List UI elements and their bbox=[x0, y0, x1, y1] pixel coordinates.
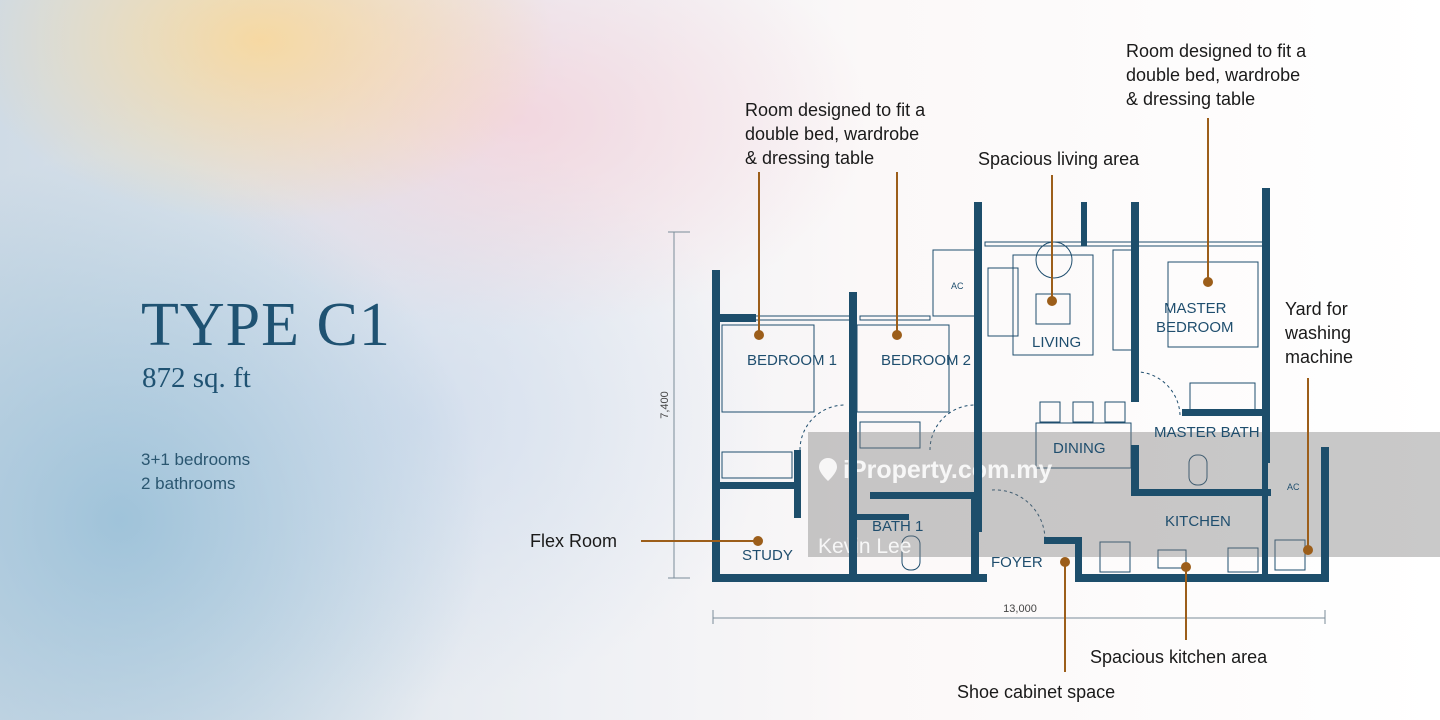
dimension-height: 7,400 bbox=[659, 231, 690, 579]
callout-text: Yard for bbox=[1285, 299, 1348, 319]
bathroom-count: 2 bathrooms bbox=[141, 474, 236, 493]
callout-text: & dressing table bbox=[745, 148, 874, 168]
dimension-width: 13,000 bbox=[712, 603, 1326, 624]
walls bbox=[712, 188, 1329, 582]
callout-living: Spacious living area bbox=[978, 149, 1140, 306]
ac-label-yard: AC bbox=[1287, 482, 1300, 492]
callout-text: Flex Room bbox=[530, 531, 617, 551]
callout-yard: Yard for washing machine bbox=[1284, 299, 1353, 555]
callout-text: washing bbox=[1284, 323, 1351, 343]
height-dimension-label: 7,400 bbox=[659, 391, 671, 419]
room-label-study: STUDY bbox=[742, 547, 793, 564]
unit-type-title: TYPE C1 bbox=[141, 291, 391, 359]
callout-kitchen: Spacious kitchen area bbox=[1090, 562, 1268, 667]
callout-shoe-cabinet: Shoe cabinet space bbox=[957, 557, 1115, 702]
room-label-foyer: FOYER bbox=[991, 554, 1043, 571]
callout-text: Room designed to fit a bbox=[1126, 41, 1307, 61]
callout-text: Spacious living area bbox=[978, 149, 1140, 169]
room-label-living: LIVING bbox=[1032, 334, 1081, 351]
callout-flex-room: Flex Room bbox=[530, 531, 763, 551]
room-label-bedroom-2: BEDROOM 2 bbox=[881, 352, 971, 369]
room-label-dining: DINING bbox=[1053, 440, 1106, 457]
callout-text: Shoe cabinet space bbox=[957, 682, 1115, 702]
room-label-bath-1: BATH 1 bbox=[872, 518, 923, 535]
callout-text: double bed, wardrobe bbox=[745, 124, 919, 144]
callout-bedrooms: Room designed to fit a double bed, wardr… bbox=[745, 100, 926, 340]
callout-text: & dressing table bbox=[1126, 89, 1255, 109]
callout-text: machine bbox=[1285, 347, 1353, 367]
unit-area: 872 sq. ft bbox=[142, 362, 251, 394]
room-label-kitchen: KITCHEN bbox=[1165, 513, 1231, 530]
room-label-master-bedroom: MASTER bbox=[1164, 300, 1227, 317]
watermark-site: iProperty.com.my bbox=[843, 456, 1052, 484]
room-label-master-bedroom-line2: BEDROOM bbox=[1156, 319, 1234, 336]
ac-label: AC bbox=[951, 281, 964, 291]
width-dimension-label: 13,000 bbox=[1003, 603, 1037, 615]
callout-text: double bed, wardrobe bbox=[1126, 65, 1300, 85]
callout-master: Room designed to fit a double bed, wardr… bbox=[1126, 41, 1307, 287]
watermark-agent: Kevin Lee bbox=[818, 535, 911, 558]
callout-text: Room designed to fit a bbox=[745, 100, 926, 120]
room-label-master-bath: MASTER BATH bbox=[1154, 424, 1260, 441]
callout-text: Spacious kitchen area bbox=[1090, 647, 1268, 667]
bedroom-count: 3+1 bedrooms bbox=[141, 450, 251, 469]
location-pin-icon bbox=[819, 458, 837, 481]
room-label-bedroom-1: BEDROOM 1 bbox=[747, 352, 837, 369]
